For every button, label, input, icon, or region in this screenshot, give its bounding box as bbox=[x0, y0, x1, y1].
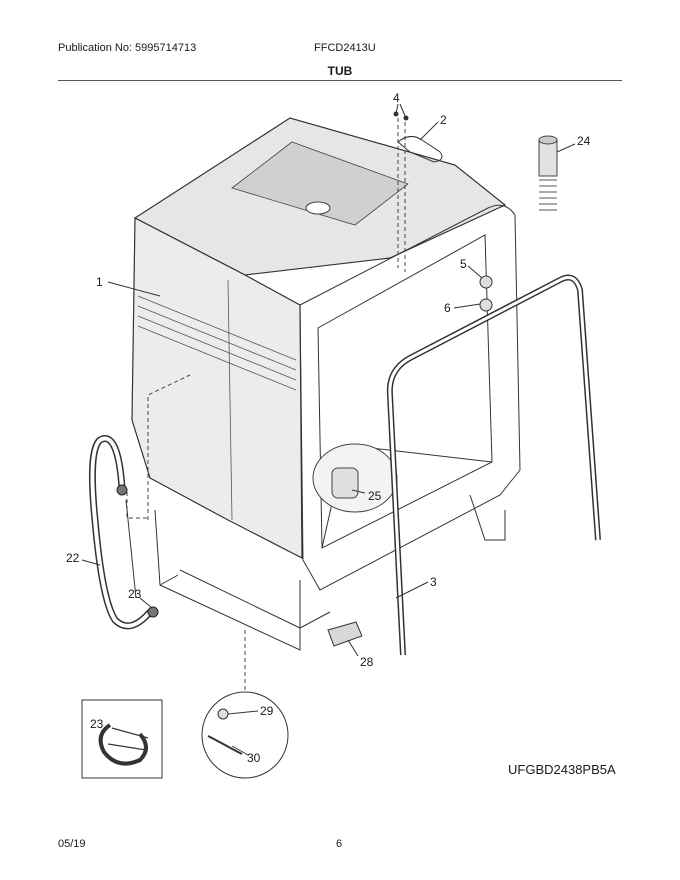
part-2-bracket bbox=[397, 136, 443, 163]
dashed-leader-23 bbox=[126, 374, 191, 520]
callout-4: 4 bbox=[393, 91, 400, 105]
part-3-door-gasket bbox=[386, 274, 601, 656]
inset-23-box bbox=[81, 699, 163, 779]
tub-side-ribs bbox=[137, 279, 297, 521]
part-6-grommet bbox=[479, 298, 493, 312]
tub-side-panel bbox=[131, 217, 303, 559]
tub-base bbox=[154, 509, 301, 651]
pump-motor bbox=[331, 467, 359, 499]
callout-23: 23 bbox=[128, 587, 142, 601]
callout-25: 25 bbox=[368, 489, 382, 503]
part-24-fill-tube bbox=[538, 135, 558, 211]
model-number: FFCD2413U bbox=[314, 42, 376, 54]
callout-1: 1 bbox=[96, 275, 103, 289]
diagram-code: UFGBD2438PB5A bbox=[508, 762, 616, 777]
callout-2: 2 bbox=[440, 113, 447, 127]
callout-30: 30 bbox=[247, 751, 261, 765]
callout-23-inset: 23 bbox=[90, 717, 104, 731]
callout-29: 29 bbox=[260, 704, 274, 718]
footer-page: 6 bbox=[336, 838, 343, 850]
part-5-grommet bbox=[479, 275, 493, 289]
callout-6: 6 bbox=[444, 301, 451, 315]
inset-29-30-circle bbox=[201, 691, 289, 779]
tub-front-frame bbox=[299, 204, 521, 591]
leader-lines bbox=[81, 103, 576, 756]
callout-3: 3 bbox=[430, 575, 437, 589]
tub-base-rail bbox=[179, 569, 331, 629]
part-28-switch bbox=[327, 621, 363, 647]
part-22-drain-hose-inner bbox=[90, 436, 152, 628]
tub-top-hole bbox=[305, 201, 331, 215]
page-title: TUB bbox=[327, 64, 353, 78]
tub-rear-leg bbox=[469, 494, 506, 541]
publication-number: Publication No: 5995714713 bbox=[58, 42, 197, 54]
part-29-plug bbox=[217, 708, 229, 720]
part-30-clip bbox=[207, 735, 243, 755]
part-23-clamp-upper bbox=[116, 484, 128, 496]
inset-23-clamp-ribs bbox=[107, 727, 149, 751]
inset-23-clamp bbox=[98, 723, 148, 766]
callout-24: 24 bbox=[577, 134, 591, 148]
footer-date: 05/19 bbox=[58, 838, 86, 850]
header-rule bbox=[58, 80, 622, 81]
dashed-leader-4 bbox=[397, 118, 406, 272]
callout-28: 28 bbox=[360, 655, 374, 669]
callout-22: 22 bbox=[66, 551, 80, 565]
part-3-door-gasket-inner bbox=[388, 276, 600, 656]
callout-5: 5 bbox=[460, 257, 467, 271]
part-23-clamp-lower bbox=[147, 606, 159, 618]
